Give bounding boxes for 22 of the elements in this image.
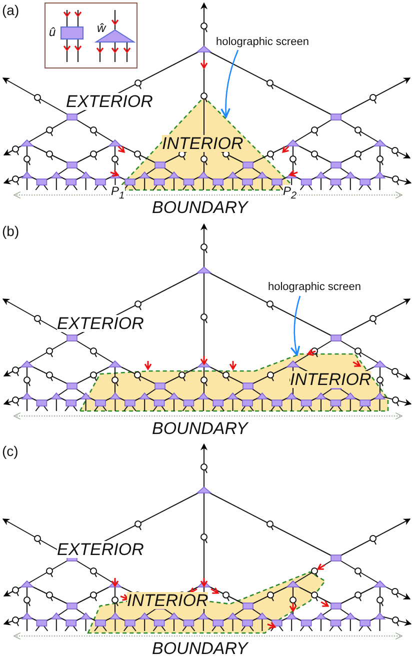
point-label: P$_{1}$ <box>111 185 125 202</box>
region-label: INTERIOR <box>162 135 244 152</box>
region-label: EXTERIOR <box>57 541 144 558</box>
point-label: P$_{2}$ <box>283 185 297 202</box>
symbol-label: ŵ <box>97 22 106 34</box>
region-label: INTERIOR <box>127 592 208 609</box>
region-label: EXTERIOR <box>66 93 153 110</box>
symbol-label: û <box>49 26 56 38</box>
region-label: BOUNDARY <box>152 199 248 216</box>
leader-arrow <box>290 296 301 356</box>
callout-text: holographic screen <box>216 37 309 48</box>
callout-text: holographic screen <box>268 282 361 293</box>
region-label: INTERIOR <box>290 371 372 388</box>
leader-arrow <box>220 50 239 118</box>
panel-label: (c) <box>2 444 18 458</box>
panel-label: (a) <box>2 3 20 17</box>
interior-region <box>88 572 325 633</box>
region-label: EXTERIOR <box>57 315 144 332</box>
region-label: BOUNDARY <box>152 640 248 657</box>
panel-label: (b) <box>2 224 20 238</box>
region-label: BOUNDARY <box>152 420 248 437</box>
interior-region <box>80 354 388 411</box>
